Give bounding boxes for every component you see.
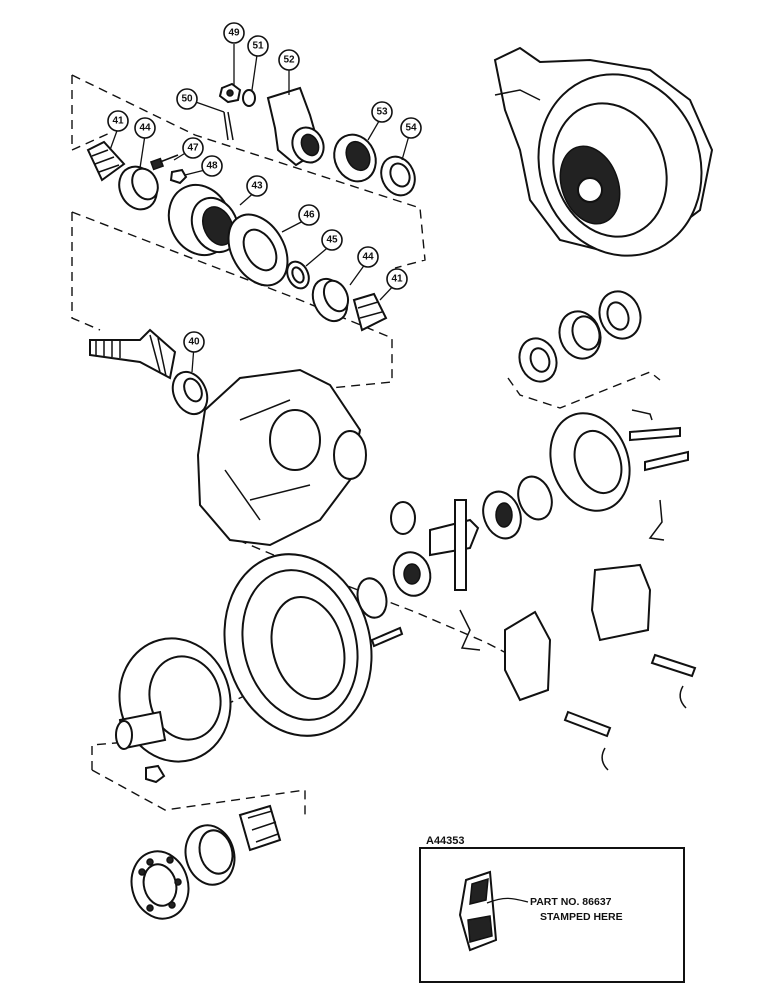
callout-51-label: 51 <box>252 41 264 52</box>
callout-40-label: 40 <box>188 337 200 348</box>
callout-41-upper: 41 <box>107 110 129 132</box>
inset-note-line2: STAMPED HERE <box>540 911 623 923</box>
upper-assembly-dashed-outline <box>71 74 426 269</box>
lock-tab-right <box>648 499 665 541</box>
callout-47-label: 47 <box>187 143 199 154</box>
drive-pinion <box>89 328 177 380</box>
callout-40: 40 <box>183 331 205 353</box>
carrier-bearing-cone-right-lower <box>518 337 558 383</box>
callout-50-label: 50 <box>181 94 193 105</box>
callout-44-upper: 44 <box>134 117 156 139</box>
cap-bolt-left-upper <box>370 626 404 648</box>
carrier-bearing-cup-right <box>558 310 602 360</box>
bolt-47 <box>149 154 179 171</box>
callout-41-lower-label: 41 <box>391 274 403 285</box>
callout-46-label: 46 <box>303 210 315 221</box>
spider-cross <box>429 499 480 591</box>
side-gear-right <box>482 490 522 540</box>
differential-case-flange <box>115 637 232 763</box>
nut-48 <box>169 168 188 185</box>
differential-housing <box>196 368 367 547</box>
cotter-pin-50 <box>223 111 234 141</box>
carrier-bearing-dashed-outline <box>507 371 661 409</box>
callout-44-lower-label: 44 <box>362 252 374 263</box>
spacer-45 <box>286 260 310 290</box>
bearing-cone-bottom <box>238 804 282 852</box>
callout-49-label: 49 <box>228 28 240 39</box>
seal-54 <box>380 155 416 197</box>
pinion-assembly-dashed-outline <box>71 211 393 389</box>
lock-tab-left <box>459 609 481 651</box>
washer-51 <box>242 89 256 107</box>
bearing-40 <box>171 370 209 416</box>
lock-wire-left <box>601 747 609 771</box>
bearing-cup-bottom <box>184 824 236 886</box>
inset-pointer-line <box>486 897 529 904</box>
callout-46: 46 <box>298 204 320 226</box>
lock-wire-right <box>679 685 687 709</box>
differential-case-half <box>549 412 631 512</box>
carrier-bearing-cone-right-top <box>598 290 642 340</box>
callout-49: 49 <box>223 22 245 44</box>
bearing-cone-41-lower <box>352 292 388 332</box>
assembled-differential-carrier <box>493 46 714 257</box>
castle-nut-49 <box>218 82 242 104</box>
callout-50: 50 <box>176 88 198 110</box>
callout-53: 53 <box>371 101 393 123</box>
bearing-cap-left <box>504 610 552 702</box>
ring-gear <box>223 553 373 737</box>
callout-47: 47 <box>182 137 204 159</box>
callout-45-label: 45 <box>326 235 338 246</box>
cap-bolt-right <box>650 653 697 678</box>
callout-44-upper-label: 44 <box>139 123 151 134</box>
side-gear-left <box>392 551 432 597</box>
shim-46 <box>227 213 289 287</box>
cotter-pin-upper <box>631 409 653 421</box>
callout-43-label: 43 <box>251 181 263 192</box>
inset-note-line1: PART NO. 86637 <box>530 896 612 908</box>
ball-bearing-bottom <box>130 850 190 920</box>
callout-41-upper-label: 41 <box>112 116 124 127</box>
case-bolts <box>629 426 689 472</box>
callout-41-lower: 41 <box>386 268 408 290</box>
retainer-housing-43 <box>167 183 240 257</box>
bearing-cone-41-upper <box>86 140 126 182</box>
bearing-cup-44-lower <box>311 277 350 323</box>
callout-54-label: 54 <box>405 123 417 134</box>
yoke-52 <box>266 86 325 167</box>
bearing-cap-right <box>590 563 652 642</box>
inset-detail: A44353 PART NO. 86637 STAMPED HERE <box>419 835 685 983</box>
callout-51: 51 <box>247 35 269 57</box>
seal-53 <box>333 133 377 183</box>
callout-52: 52 <box>278 49 300 71</box>
callout-54: 54 <box>400 117 422 139</box>
callout-52-label: 52 <box>283 55 295 66</box>
callout-43: 43 <box>246 175 268 197</box>
callout-53-label: 53 <box>376 107 388 118</box>
inset-code: A44353 <box>426 835 465 847</box>
callout-45: 45 <box>321 229 343 251</box>
callout-48: 48 <box>201 155 223 177</box>
cap-bolt-left-lower <box>563 710 612 738</box>
inset-pinion-gear <box>458 870 498 952</box>
pinion-gear-small <box>390 501 416 535</box>
callout-44-lower: 44 <box>357 246 379 268</box>
bearing-cup-44-upper <box>118 165 159 211</box>
nut-small-lower <box>145 764 166 784</box>
callout-48-label: 48 <box>206 161 218 172</box>
thrust-washer-right <box>517 475 553 521</box>
